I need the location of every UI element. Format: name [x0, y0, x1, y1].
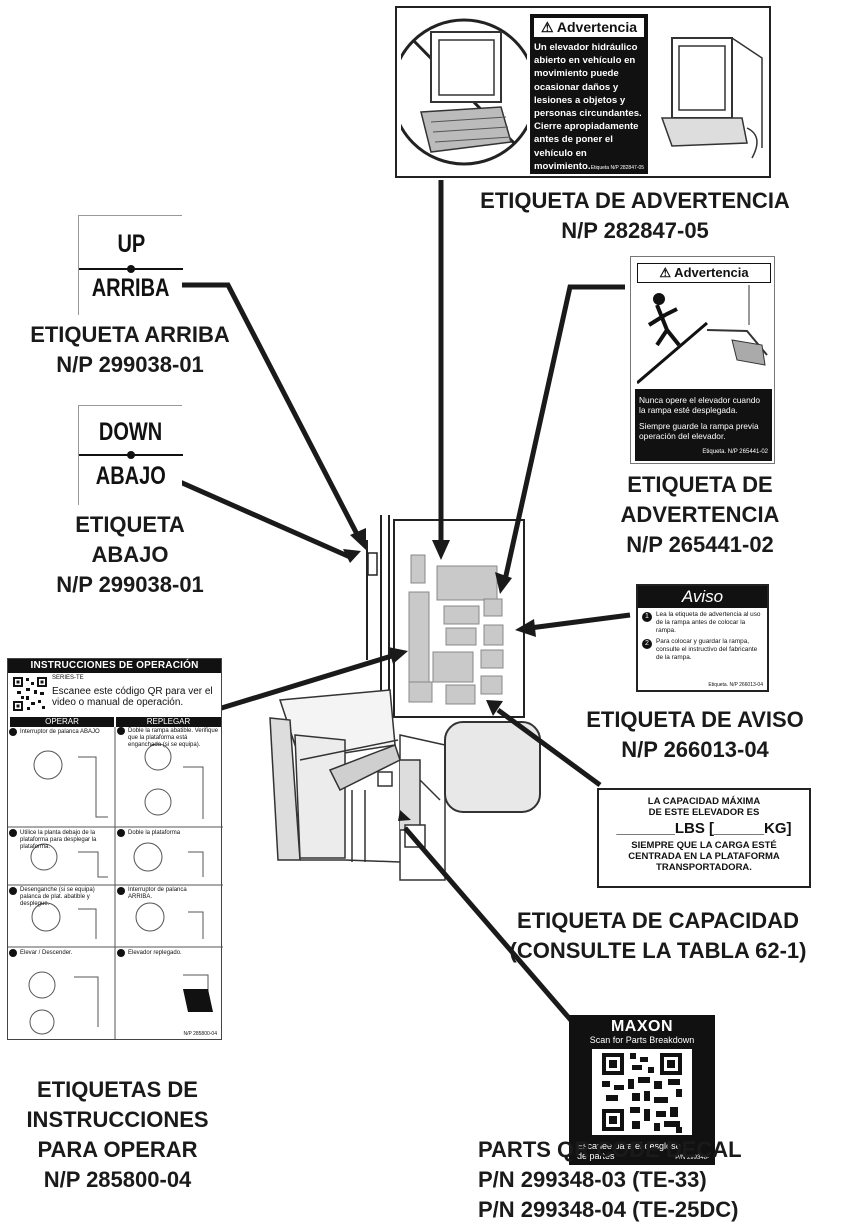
caption-line: ETIQUETA DE AVISO [586, 707, 804, 732]
caption-line: N/P 299038-01 [56, 352, 204, 377]
caption-line: N/P 265441-02 [626, 532, 774, 557]
instructions-step: Doble la plataforma [128, 830, 181, 836]
down-decal: DOWN ABAJO [78, 405, 183, 505]
warning-text-1: Nunca opere el elevador cuando la rampa … [639, 395, 761, 415]
door-panel [367, 519, 525, 718]
qr-footer: Escanee para el desglose de partes [577, 1141, 711, 1161]
qr-code-icon [12, 676, 48, 712]
instructions-decal: INSTRUCCIONES DE OPERACIÓN SERIES-TE Esc… [7, 658, 223, 1040]
caption-line: ETIQUETA DE ADVERTENCIA [480, 188, 790, 213]
instructions-step: Elevar / Descender. [20, 950, 73, 956]
instructions-series: SERIES-TE [52, 675, 84, 681]
capacity-line-3: _______LBS [______KG] [616, 820, 792, 837]
person-falling-ramp-illustration [637, 285, 768, 385]
qr-brand: MAXON [610, 1018, 674, 1035]
caption-line: ETIQUETA DE [627, 472, 773, 497]
caption-instructions: ETIQUETAS DE INSTRUCCIONES PARA OPERAR N… [0, 1075, 235, 1195]
lift-mechanism [269, 689, 541, 881]
down-decal-top: DOWN [99, 418, 163, 446]
caption-line: ETIQUETA [75, 512, 185, 537]
caption-down: ETIQUETA ABAJO N/P 299038-01 [30, 510, 230, 600]
capacity-line-1: LA CAPACIDAD MÁXIMA [647, 796, 761, 807]
caption-line: N/P 299038-01 [56, 572, 204, 597]
capacity-line-6: TRANSPORTADORA. [656, 862, 752, 873]
instructions-col-operar: OPERAR [10, 717, 114, 727]
caption-up: ETIQUETA ARRIBA N/P 299038-01 [0, 320, 260, 380]
instructions-grid [8, 727, 223, 1039]
caption-line: P/N 299348-04 (TE-25DC) [478, 1197, 739, 1222]
caption-line: N/P 285800-04 [43, 1167, 192, 1192]
warning-header: ⚠ Advertencia [533, 17, 645, 38]
instructions-step: Interruptor de palanca ABAJO [20, 729, 100, 735]
warning-text: Un elevador hidráulico abierto en vehícu… [534, 42, 642, 172]
warning-decal-top: ⚠ Advertencia Un elevador hidráulico abi… [395, 6, 771, 178]
notice-item-text: Lea la etiqueta de advertencia al uso de… [656, 611, 761, 634]
caption-line: ABAJO [91, 542, 169, 567]
caption-warning-top: ETIQUETA DE ADVERTENCIA N/P 282847-05 [440, 186, 830, 246]
instructions-step: Interruptor de palanca ARRIBA. [128, 887, 187, 900]
warning-header: ⚠ Advertencia [637, 263, 771, 283]
down-decal-bottom: ABAJO [95, 462, 166, 490]
capacity-line-5: CENTRADA EN LA PLATAFORMA [628, 851, 780, 862]
instructions-step: Doble la rampa abatible. Verifique que l… [128, 728, 219, 748]
qr-footer-line: Escanee para el desglose [577, 1141, 681, 1151]
qr-code-icon [592, 1049, 692, 1135]
qr-scan-text: Scan for Parts Breakdown [589, 1035, 695, 1045]
instructions-step: Elevador replegado. [128, 950, 182, 956]
instructions-header: INSTRUCCIONES DE OPERACIÓN [8, 659, 221, 673]
caption-line: PARA OPERAR [37, 1137, 198, 1162]
caption-line: ETIQUETA DE CAPACIDAD [517, 908, 799, 933]
up-decal-top: UP [117, 230, 145, 258]
instructions-part-ref: N/P 285800-04 [183, 1031, 217, 1037]
capacity-decal: LA CAPACIDAD MÁXIMA DE ESTE ELEVADOR ES … [597, 788, 811, 888]
warning-text-2: Siempre guarde la rampa previa operación… [639, 421, 759, 441]
parts-qr-decal: MAXON Scan for Parts Breakdown Escanee p… [569, 1015, 715, 1165]
warning-decal-right: ⚠ Advertencia Nunca opere el elevador cu… [630, 256, 775, 464]
caption-line: PARTS QR CODE DECAL [478, 1137, 742, 1162]
caption-line: ETIQUETA ARRIBA [30, 322, 230, 347]
notice-part-ref: Etiqueta. N/P 266013-04 [708, 682, 763, 688]
warning-part-ref: Etiqueta. N/P 265441-02 [702, 449, 768, 455]
qr-part-ref: P/N 299348- [675, 1155, 709, 1161]
caption-notice: ETIQUETA DE AVISO N/P 266013-04 [555, 705, 835, 765]
warning-text-panel: Nunca opere el elevador cuando la rampa … [635, 389, 772, 461]
liftgate-closed-illustration [660, 37, 763, 159]
caption-line: N/P 282847-05 [561, 218, 709, 243]
qr-footer-line: de partes [577, 1151, 615, 1161]
up-decal: UP ARRIBA [78, 215, 183, 315]
warning-part-ref: Etiqueta N/P 282847-05 [590, 165, 644, 171]
caption-line: N/P 266013-04 [621, 737, 769, 762]
notice-header: Aviso [638, 586, 767, 608]
instructions-step: Desenganche (si se equipa) palanca de pl… [20, 887, 95, 907]
instructions-col-replegar: REPLEGAR [116, 717, 221, 727]
leader-arrows [170, 180, 631, 1042]
instructions-step: Utilice la planta debajo de la plataform… [20, 830, 97, 850]
caption-line: ETIQUETAS DE [37, 1077, 198, 1102]
up-decal-divider [79, 265, 183, 273]
arrowheads [343, 528, 536, 821]
liftgate-open-crossed-illustration [401, 18, 527, 166]
capacity-line-2: DE ESTE ELEVADOR ES [648, 807, 760, 818]
caption-capacity: ETIQUETA DE CAPACIDAD (CONSULTE LA TABLA… [478, 906, 838, 966]
caption-line: ADVERTENCIA [620, 502, 780, 527]
down-decal-divider [79, 451, 183, 459]
caption-line: P/N 299348-03 (TE-33) [478, 1167, 707, 1192]
notice-item-text: Para colocar y guardar la rampa, consult… [656, 638, 758, 661]
capacity-line-4: SIEMPRE QUE LA CARGA ESTÉ [631, 840, 777, 851]
warning-text-panel: ⚠ Advertencia Un elevador hidráulico abi… [530, 14, 648, 174]
caption-qr: PARTS QR CODE DECAL P/N 299348-03 (TE-33… [478, 1135, 758, 1225]
caption-line: (CONSULTE LA TABLA 62-1) [509, 938, 807, 963]
caption-warning-right: ETIQUETA DE ADVERTENCIA N/P 265441-02 [570, 470, 830, 560]
caption-line: INSTRUCCIONES [26, 1107, 209, 1132]
instructions-scan-text: Escanee este código QR para ver el video… [52, 686, 213, 708]
up-decal-bottom: ARRIBA [92, 274, 170, 302]
